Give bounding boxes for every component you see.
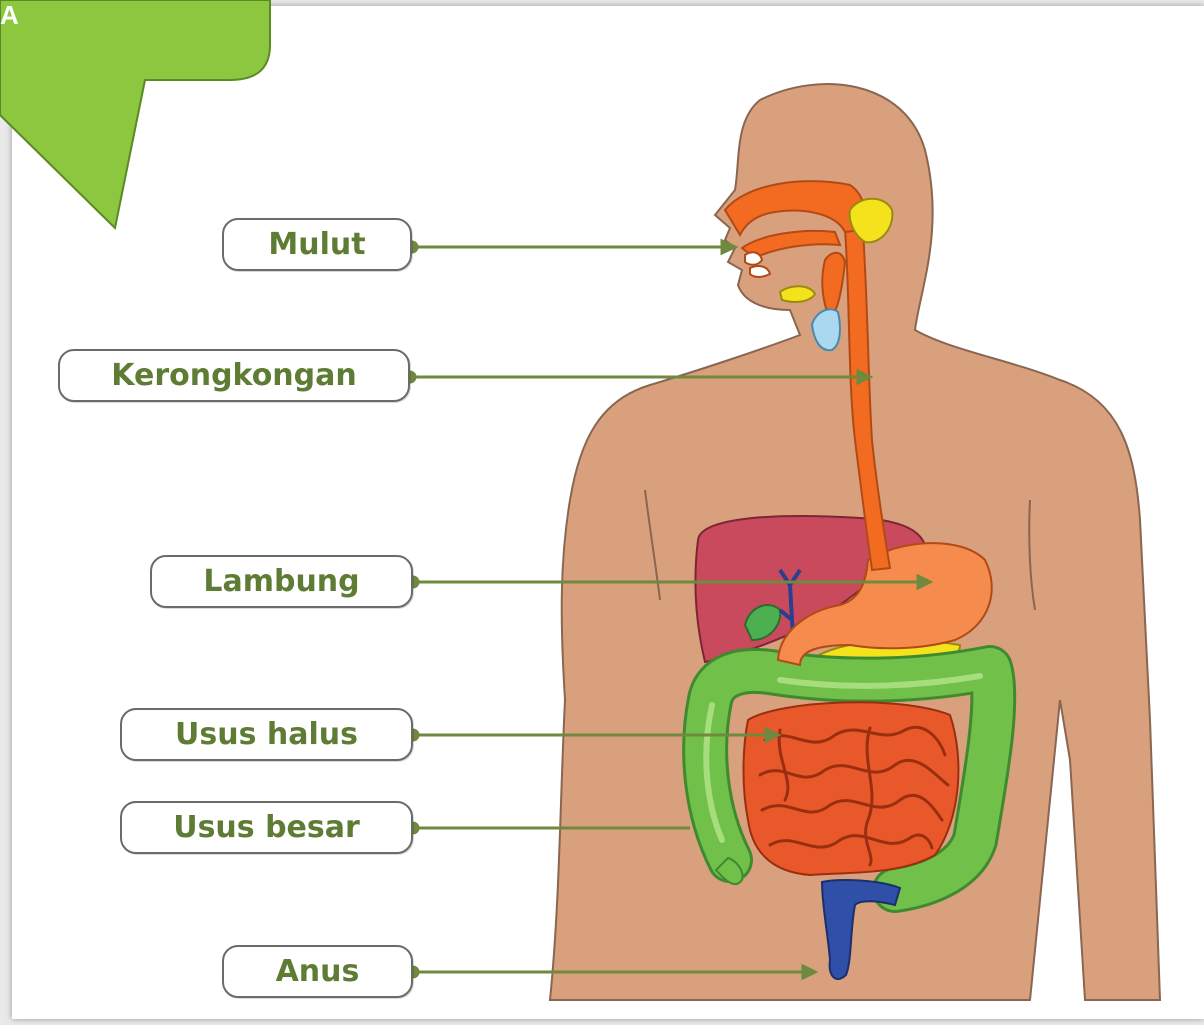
label-anus: Anus (222, 945, 413, 998)
speech-bubble-badge (0, 0, 270, 228)
label-usus-besar: Usus besar (120, 801, 413, 854)
label-mulut: Mulut (222, 218, 412, 271)
label-lambung: Lambung (150, 555, 413, 608)
label-kerongkongan: Kerongkongan (58, 349, 410, 402)
small-intestine (744, 702, 959, 875)
badge-letter: A (0, 0, 19, 31)
label-usus-halus: Usus halus (120, 708, 413, 761)
